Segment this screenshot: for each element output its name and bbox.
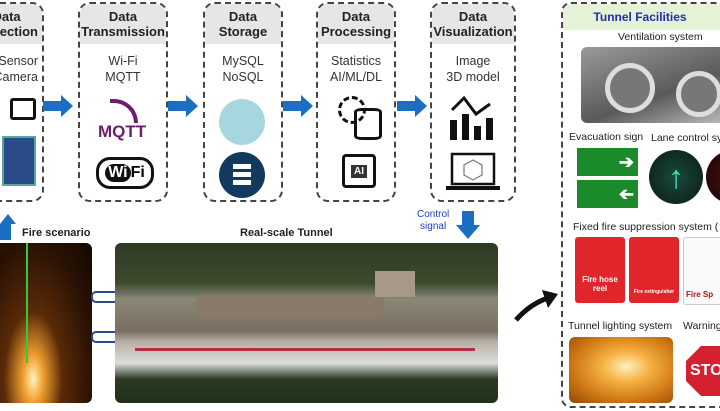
item-nosql: NoSQL <box>222 70 264 84</box>
evacuation-sign-left: ➔ <box>577 180 638 208</box>
fire-scenario-label: Fire scenario <box>22 227 91 239</box>
fire-hose-reel-sign: Fire hose reel <box>575 237 625 303</box>
stage-data-processing: Data Processing Statistics AI/ML/DL AI <box>316 2 396 202</box>
down-arrow-icon <box>456 211 480 239</box>
panel-header: Tunnel Facilities <box>563 4 720 30</box>
tunnel-facilities-panel: Tunnel Facilities <box>561 2 720 408</box>
tunnel-lighting-photo <box>569 337 673 403</box>
database-network-icon <box>219 99 265 145</box>
stage-title: Data Visualization <box>432 4 514 44</box>
server-icon <box>219 152 265 198</box>
item-statistics: Statistics <box>330 54 381 68</box>
wifi-logo-wi: Wi <box>105 164 131 182</box>
wifi-logo-fi: Fi <box>130 164 145 181</box>
fire-suppression-label: Fixed fire suppression system ( <box>573 221 719 233</box>
stage-title: Data Processing <box>318 4 394 44</box>
evacuation-label: Evacuation sign <box>569 131 644 143</box>
lane-control-green-arrow-icon: ↑ <box>649 150 703 204</box>
fire-extinguisher-sign: Fire extinguisher <box>629 237 679 303</box>
fire-hose-reel-text: Fire hose reel <box>582 275 618 293</box>
chart-icon <box>450 95 493 140</box>
item-sensor: Sensor <box>0 54 38 68</box>
stage-data-visualization: Data Visualization Image 3D model <box>430 2 516 202</box>
real-scale-tunnel-label: Real-scale Tunnel <box>240 227 333 239</box>
item-3d-model: 3D model <box>446 70 500 84</box>
item-wifi: Wi-Fi <box>108 54 138 68</box>
item-ai-ml-dl: AI/ML/DL <box>329 70 383 84</box>
sensor-board-icon <box>2 136 36 186</box>
mqtt-logo: MQTT <box>98 122 147 141</box>
stage-title: Data Transmission <box>80 4 166 44</box>
ventilation-photo <box>581 47 720 123</box>
flow-arrow-icon <box>283 95 313 117</box>
stage-title: Data Collection <box>0 4 42 44</box>
warning-label: Warning <box>683 320 720 332</box>
database-icon <box>354 108 382 140</box>
real-scale-tunnel-photo <box>115 243 498 403</box>
item-mysql: MySQL <box>222 54 264 68</box>
stage-items: Sensor Camera <box>0 53 42 85</box>
flow-arrow-icon <box>397 95 427 117</box>
stage-title: Data Storage <box>205 4 281 44</box>
stage-data-storage: Data Storage MySQL NoSQL <box>203 2 283 202</box>
flow-arrow-icon <box>43 95 73 117</box>
stage-items: Wi-Fi MQTT <box>80 53 166 85</box>
curved-arrow-icon <box>514 290 558 322</box>
item-mqtt: MQTT <box>105 70 141 84</box>
ai-chip-label: AI <box>351 164 367 178</box>
lane-control-label: Lane control system <box>651 132 720 144</box>
up-arrow-icon <box>0 214 16 240</box>
mqtt-signal-icon <box>110 99 138 123</box>
evacuation-sign-right: ➔ <box>577 148 638 176</box>
fire-scenario-photo <box>0 243 92 403</box>
control-signal-label: Control signal <box>417 209 450 232</box>
fire-extinguisher-text: Fire extinguisher <box>633 289 675 295</box>
stage-items: Statistics AI/ML/DL <box>318 53 394 85</box>
panel-title: Tunnel Facilities <box>593 10 687 24</box>
stage-items: MySQL NoSQL <box>205 53 281 85</box>
item-image: Image <box>455 54 491 68</box>
item-camera: Camera <box>0 70 38 84</box>
stage-data-collection: Data Collection Sensor Camera <box>0 2 44 202</box>
fire-sprinkler-text: Fire Sp <box>686 290 714 299</box>
tunnel-lighting-label: Tunnel lighting system <box>568 320 673 332</box>
fire-sprinkler-sign: Fire Sp <box>683 237 720 305</box>
stage-items: Image 3D model <box>432 53 514 85</box>
ai-chip-icon: AI <box>342 154 376 188</box>
laptop-3d-model-icon <box>446 152 500 190</box>
camera-icon <box>10 98 36 120</box>
flow-arrow-icon <box>168 95 198 117</box>
ventilation-label: Ventilation system <box>618 31 703 43</box>
